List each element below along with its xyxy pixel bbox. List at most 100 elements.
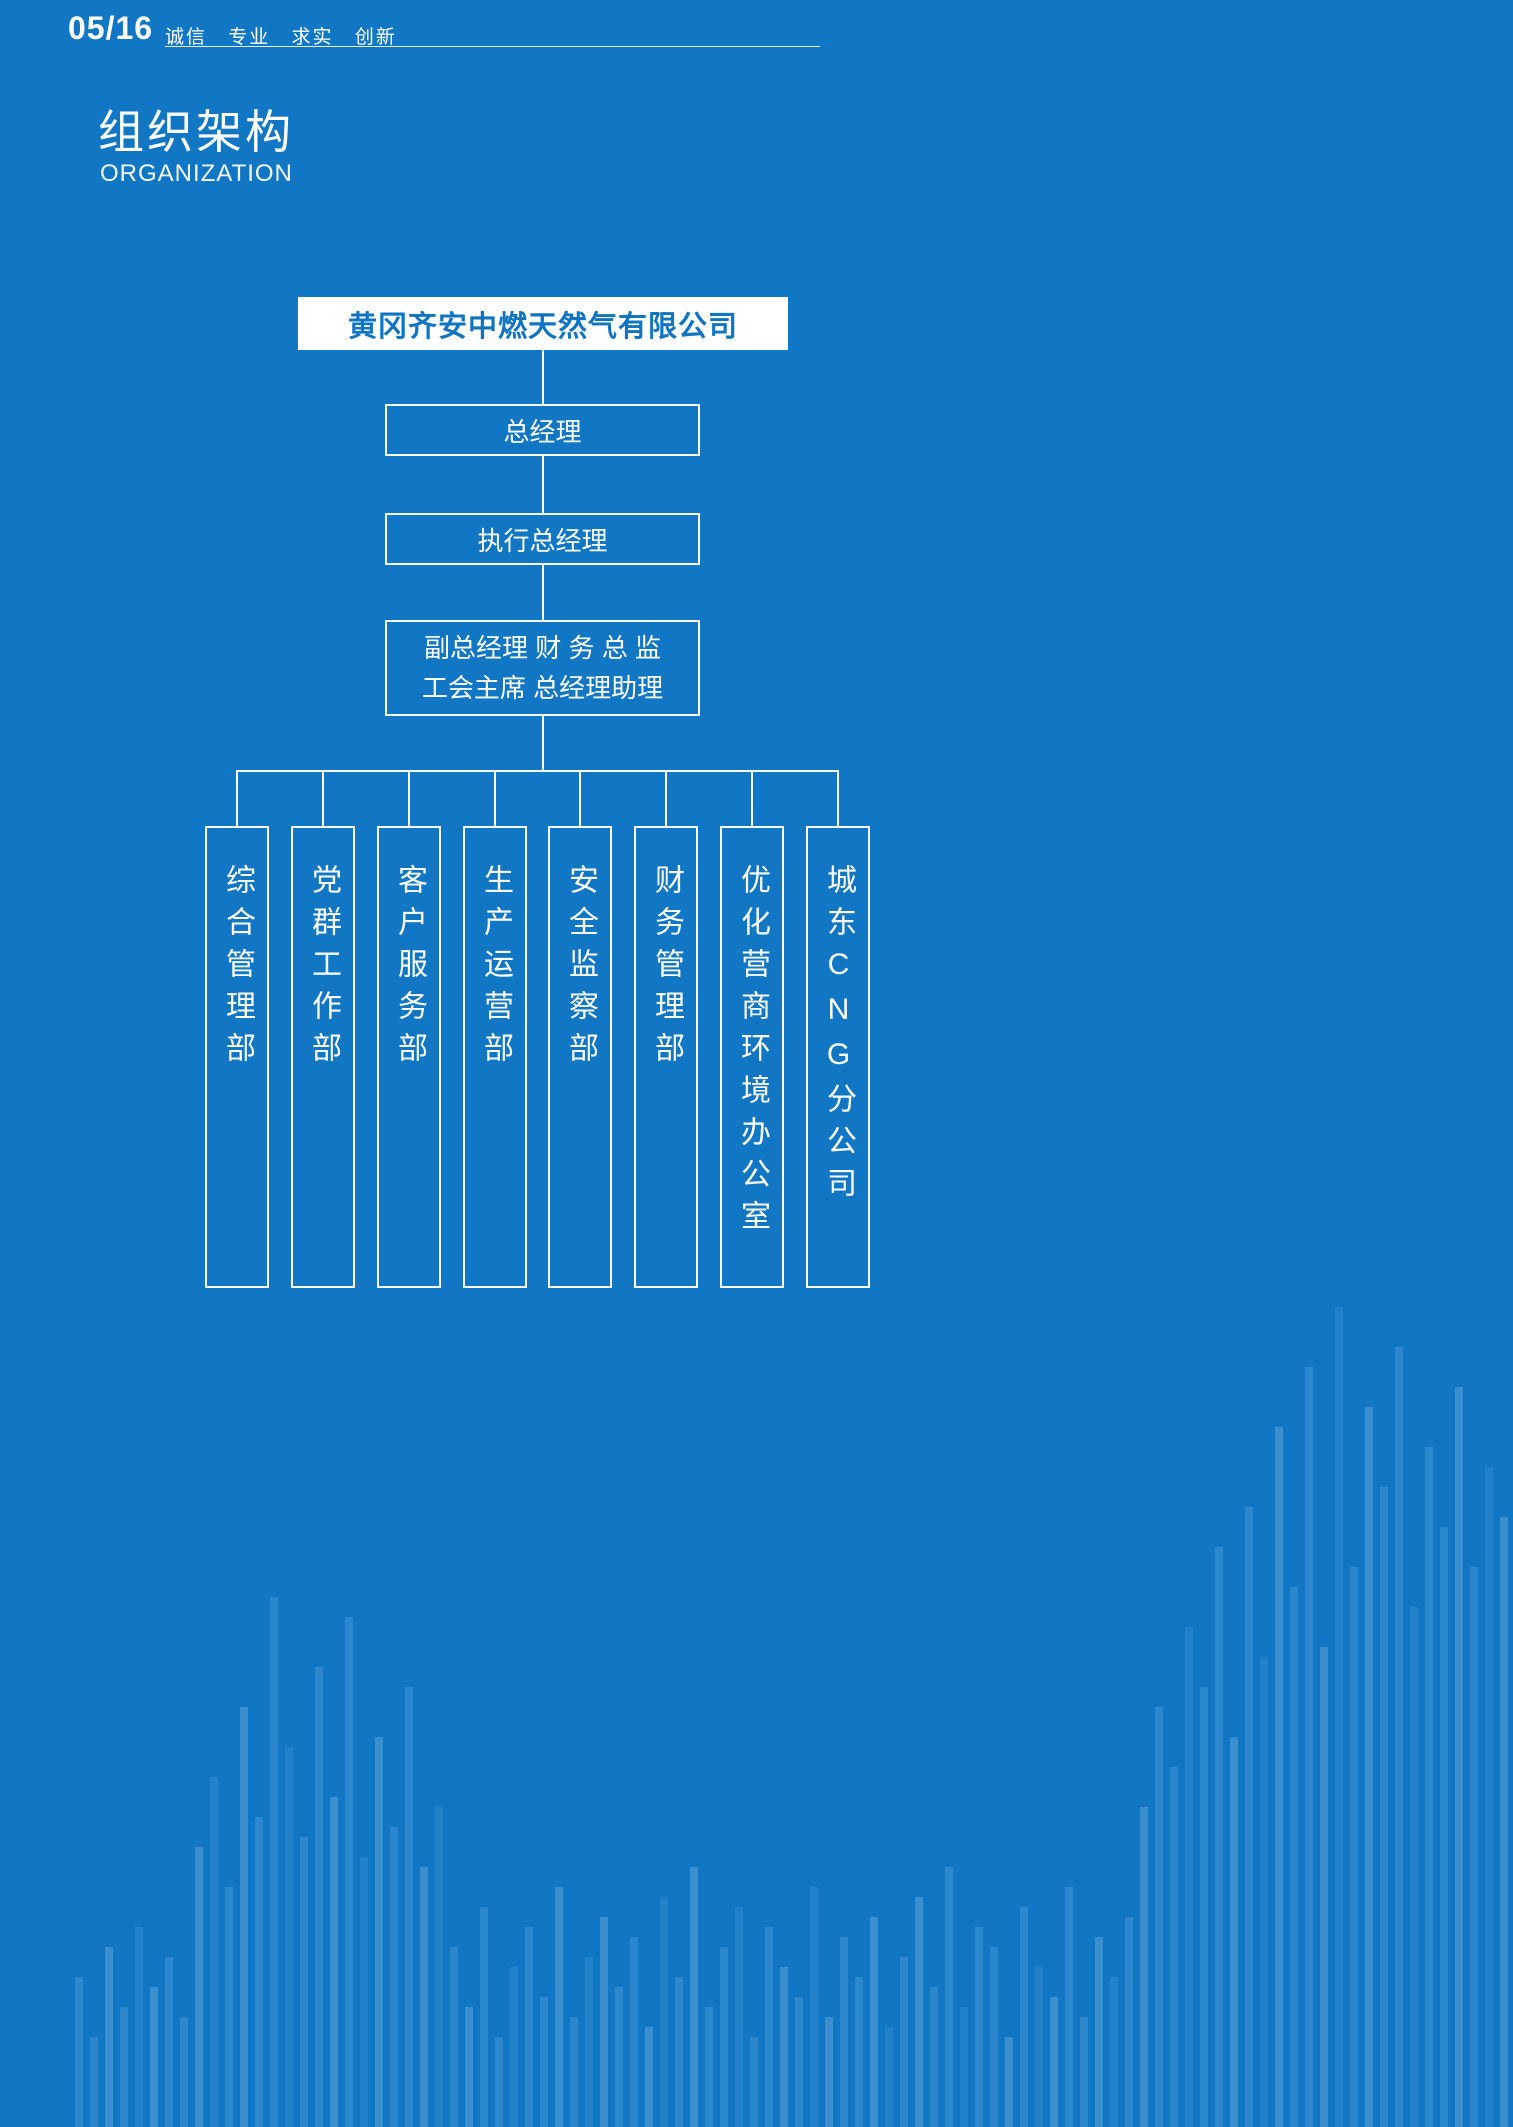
decor-bar [1065, 1887, 1073, 2127]
decor-bar [165, 1957, 173, 2127]
header-divider [165, 46, 820, 47]
decor-bar [825, 2017, 833, 2127]
decor-bar [1185, 1627, 1193, 2127]
decor-bar [540, 1997, 548, 2127]
decor-bar [255, 1817, 263, 2127]
dept-box-customer-service: 客户服务部 [377, 826, 441, 1288]
decor-bar [345, 1617, 353, 2127]
decor-bars [75, 1287, 1513, 2127]
dept-box-safety-supervision: 安全监察部 [548, 826, 612, 1288]
decor-bar [405, 1687, 413, 2127]
dept-box-comprehensive-management: 综合管理部 [205, 826, 269, 1288]
decor-bar [435, 1807, 443, 2127]
decor-bar [1425, 1447, 1433, 2127]
decor-bar [645, 2027, 653, 2127]
decor-bar [735, 1907, 743, 2127]
decor-bar [150, 1987, 158, 2127]
decor-bar [1080, 2017, 1088, 2127]
decor-bar [240, 1707, 248, 2127]
decor-bar [300, 1837, 308, 2127]
decor-bar [1200, 1687, 1208, 2127]
decor-bar [585, 1957, 593, 2127]
decor-bar [1170, 1767, 1178, 2127]
decor-bar [750, 2037, 758, 2127]
deputy-line-2: 工会主席 总经理助理 [421, 673, 664, 703]
dept-label: 城东CNG分公司 [822, 864, 855, 1209]
decor-bar [1020, 1907, 1028, 2127]
decor-bar [795, 1997, 803, 2127]
decor-bar [1470, 1567, 1478, 2127]
decor-bar [1245, 1507, 1253, 2127]
connector-drop-2 [322, 770, 324, 828]
decor-bar [390, 1827, 398, 2127]
decor-bar [615, 1987, 623, 2127]
decor-bar [1320, 1647, 1328, 2127]
page-number: 05/16 [68, 10, 154, 46]
gm-box: 总经理 [385, 404, 700, 456]
connector-root-gm [542, 350, 544, 404]
decor-bar [195, 1847, 203, 2127]
decor-bar [90, 2037, 98, 2127]
decor-bar [180, 2017, 188, 2127]
decor-bar [135, 1927, 143, 2127]
decor-bar [360, 1857, 368, 2127]
decor-bar [1365, 1407, 1373, 2127]
decor-bar [330, 1797, 338, 2127]
decor-bar [1050, 1997, 1058, 2127]
decor-bar [1215, 1547, 1223, 2127]
decor-bar [990, 1947, 998, 2127]
decor-bar [1275, 1427, 1283, 2127]
decor-bar [930, 1987, 938, 2127]
connector-drop-4 [494, 770, 496, 828]
decor-bar [1410, 1607, 1418, 2127]
decor-bar [375, 1737, 383, 2127]
decor-bar [630, 1937, 638, 2127]
dept-label: 综合管理部 [221, 864, 254, 1074]
decor-bar [720, 1947, 728, 2127]
decor-bar [600, 1917, 608, 2127]
decor-bar [555, 1887, 563, 2127]
decor-bar [855, 1977, 863, 2127]
dept-label: 优化营商环境办公室 [736, 864, 769, 1242]
decor-bar [840, 1937, 848, 2127]
decor-bar [570, 2017, 578, 2127]
decor-bar [975, 1927, 983, 2127]
connector-deputy-branch [542, 716, 544, 772]
decor-bar [270, 1597, 278, 2127]
dept-box-business-environment-office: 优化营商环境办公室 [720, 826, 784, 1288]
decor-bar [1005, 2037, 1013, 2127]
connector-horizontal [236, 770, 839, 772]
decor-bar [105, 1947, 113, 2127]
dept-box-chengdong-cng-branch: 城东CNG分公司 [806, 826, 870, 1288]
decor-bar [1455, 1387, 1463, 2127]
decor-bar [225, 1887, 233, 2127]
page-subtitle: ORGANIZATION [100, 160, 293, 187]
decor-bar [780, 1967, 788, 2127]
dept-box-party-mass-work: 党群工作部 [291, 826, 355, 1288]
dept-label: 财务管理部 [650, 864, 683, 1074]
header-motto: 诚信 专业 求实 创新 [165, 27, 397, 48]
decor-bar [1230, 1737, 1238, 2127]
decor-bar [1485, 1467, 1493, 2127]
decor-bar [1440, 1527, 1448, 2127]
decor-bar [525, 1927, 533, 2127]
decor-bar [465, 2007, 473, 2127]
decor-bar [1095, 1937, 1103, 2127]
connector-gm-egm [542, 456, 544, 513]
decor-bar [1350, 1567, 1358, 2127]
decor-bar [1395, 1347, 1403, 2127]
decor-bar [210, 1777, 218, 2127]
decor-bar [315, 1667, 323, 2127]
decor-bar [1155, 1707, 1163, 2127]
decor-bar [1500, 1517, 1508, 2127]
decor-bar [915, 1897, 923, 2127]
decor-bar [1140, 1807, 1148, 2127]
decor-bar [885, 2027, 893, 2127]
decor-bar [75, 1977, 83, 2127]
decor-bar [765, 1927, 773, 2127]
dept-label: 生产运营部 [479, 864, 512, 1074]
decor-bar [1305, 1367, 1313, 2127]
decor-bar [495, 2037, 503, 2127]
decor-bar [480, 1907, 488, 2127]
